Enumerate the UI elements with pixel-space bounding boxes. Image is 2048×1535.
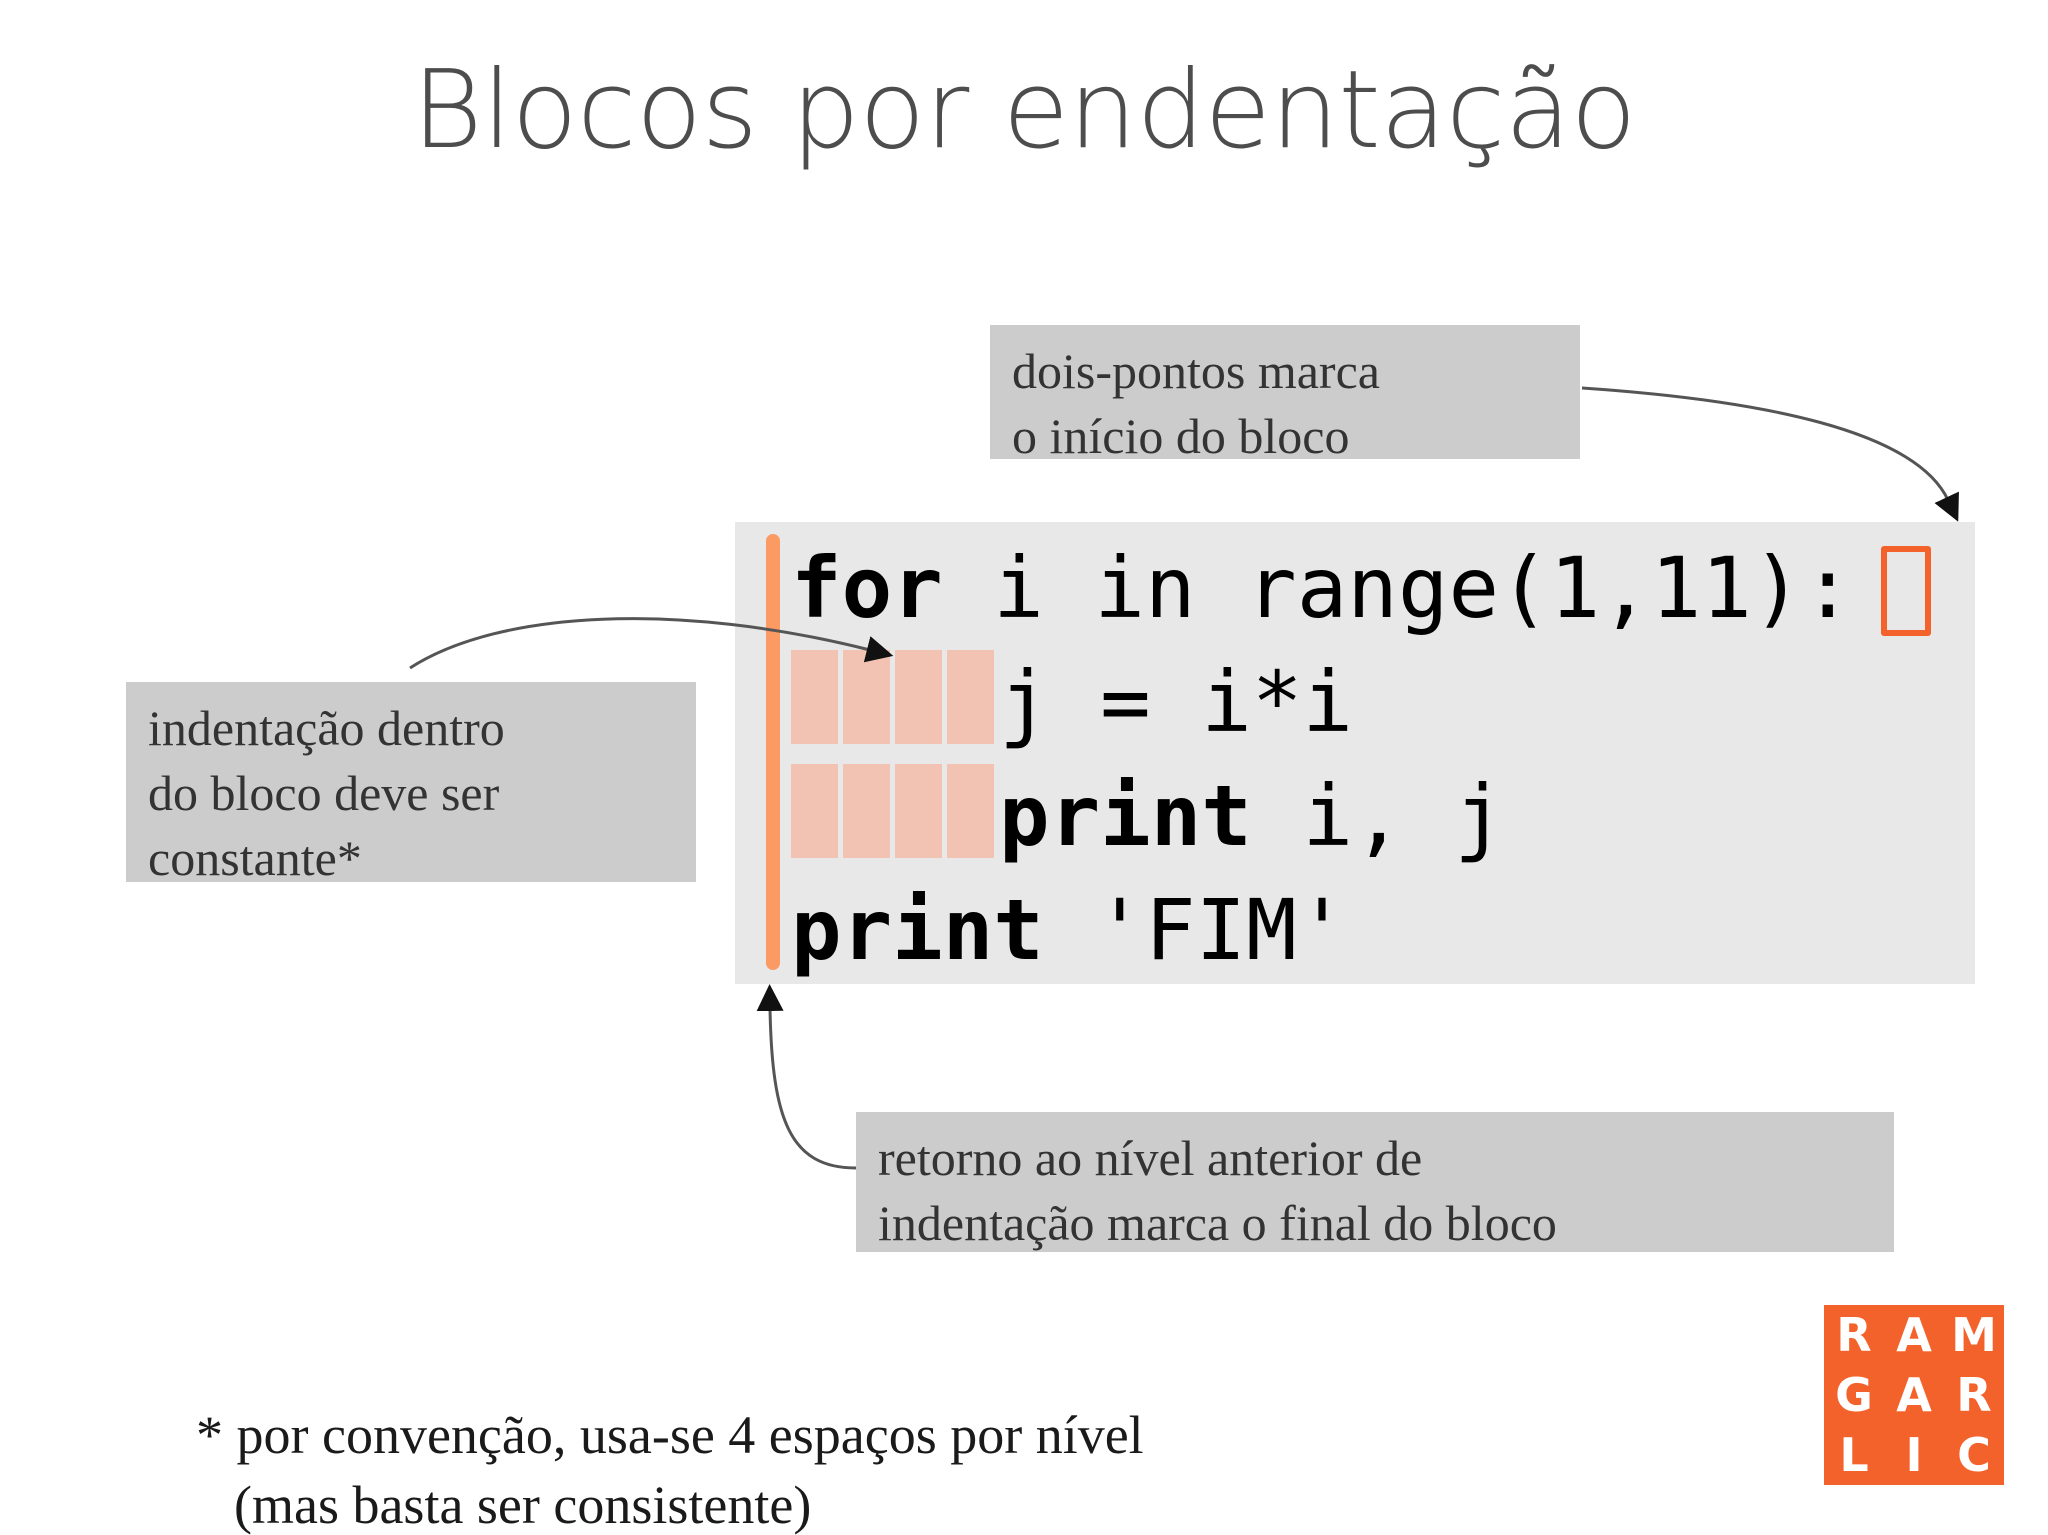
indent-cell [895, 764, 942, 858]
logo-letter: A [1896, 1308, 1932, 1362]
code-keyword-print: print [999, 767, 1252, 865]
code-line-4: print 'FIM' [791, 882, 1347, 978]
logo-cell-a2: A [1884, 1365, 1944, 1425]
code-line-3-rest: i, j [1251, 767, 1505, 865]
logo-cell-l: L [1824, 1425, 1884, 1485]
indent-cell [791, 764, 838, 858]
logo-letter: C [1957, 1428, 1991, 1482]
footnote-line-2: (mas basta ser consistente) [234, 1475, 812, 1535]
logo-cell-m: M [1944, 1305, 2004, 1365]
ram-garlic-logo: R A M G A R L I C [1824, 1305, 2004, 1485]
indent-cell [895, 650, 942, 744]
code-line-1-rest: i in range(1,11): [942, 539, 1854, 637]
colon-highlight-box [1881, 546, 1931, 636]
code-keyword-print: print [791, 881, 1044, 979]
code-block: for i in range(1,11): j = i*i print i, j… [735, 522, 1975, 984]
logo-letter: M [1951, 1308, 1997, 1362]
callout-indentation-must-be-constant: indentação dentro do bloco deve ser cons… [126, 682, 696, 886]
logo-cell-r: R [1824, 1305, 1884, 1365]
logo-letter: R [1836, 1308, 1872, 1362]
indent-cell [947, 764, 994, 858]
code-line-4-rest: 'FIM' [1043, 881, 1348, 979]
logo-letter: R [1956, 1368, 1992, 1422]
logo-letter: G [1835, 1368, 1873, 1422]
logo-cell-c: C [1944, 1425, 2004, 1485]
indent-cells-row-2 [791, 764, 994, 858]
code-line-2-rest: j = i*i [999, 653, 1354, 751]
logo-cell-g: G [1824, 1365, 1884, 1425]
arrow-return-level [756, 984, 857, 1170]
footnote: * por convenção, usa-se 4 espaços por ní… [196, 1330, 1646, 1535]
logo-letter: A [1896, 1368, 1932, 1422]
logo-cell-a1: A [1884, 1305, 1944, 1365]
callout-return-to-previous-level: retorno ao nível anterior de indentação … [856, 1112, 1894, 1252]
logo-letter: L [1839, 1428, 1869, 1482]
logo-cell-i: I [1884, 1425, 1944, 1485]
callout-colon-marks-block-start: dois-pontos marca o início do bloco [990, 325, 1580, 464]
code-line-1: for i in range(1,11): [791, 540, 1853, 636]
footnote-line-1: * por convenção, usa-se 4 espaços por ní… [196, 1405, 1144, 1465]
arrow-colon [1581, 386, 1959, 522]
logo-cell-r2: R [1944, 1365, 2004, 1425]
page-title: Blocos por endentação [411, 48, 1637, 173]
code-line-2: j = i*i [791, 654, 1353, 750]
logo-letter: I [1905, 1428, 1923, 1482]
indent-cell [843, 764, 890, 858]
indent-level-guide-bar [766, 534, 780, 970]
code-keyword-for: for [791, 539, 943, 637]
code-line-3: print i, j [791, 768, 1505, 864]
indent-cell [947, 650, 994, 744]
